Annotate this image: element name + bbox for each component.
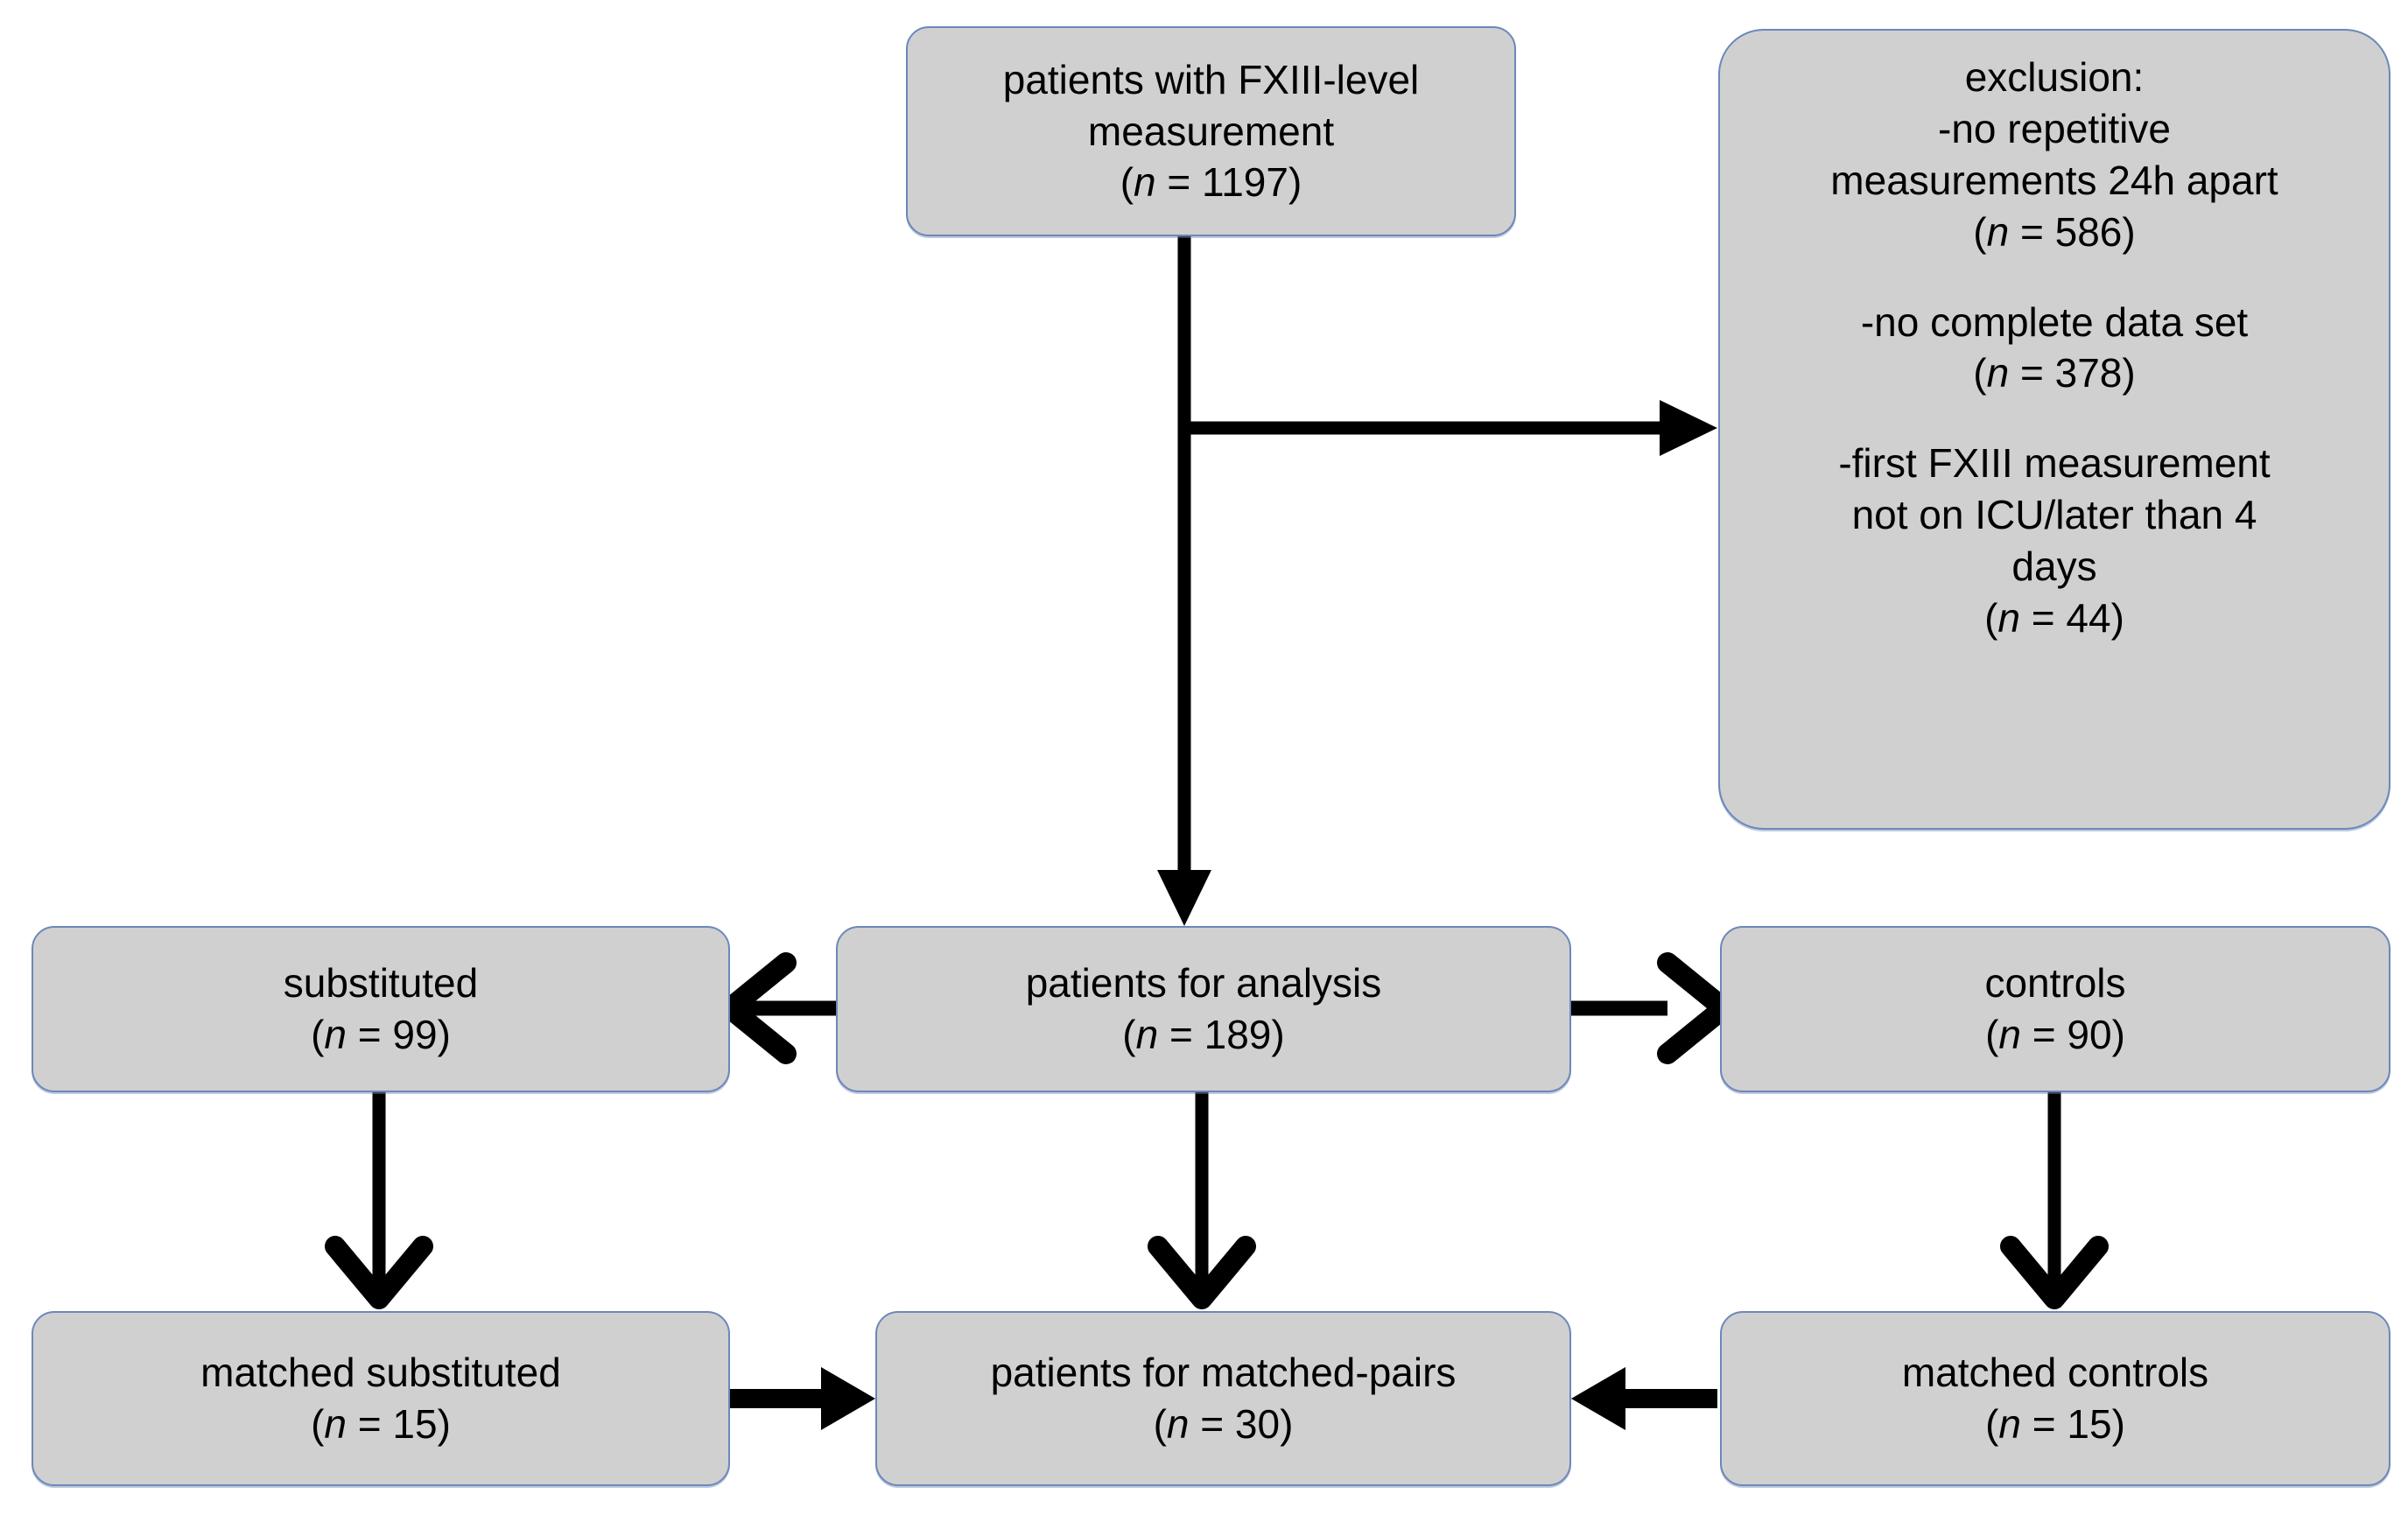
exclusion-reason-2-count: (n = 378) (1973, 350, 2136, 396)
node-exclusion-criteria[interactable]: exclusion: -no repetitive measurements 2… (1718, 29, 2390, 830)
exclusion-reason-3-count: (n = 44) (1984, 594, 2124, 641)
source-line-2: measurement (1087, 108, 1335, 154)
edge-analysis-to-controls-arrowhead (1657, 952, 1734, 1064)
analysis-count: (n = 189) (1122, 1012, 1285, 1057)
matched-controls-count: (n = 15) (1985, 1401, 2125, 1447)
node-matched-substituted[interactable]: matched substituted (n = 15) (32, 1311, 730, 1486)
exclusion-reason-1-count: (n = 586) (1973, 208, 2136, 255)
edge-substituted-to-matched-substituted-arrowhead (325, 1236, 433, 1309)
controls-label: controls (1984, 960, 2126, 1006)
matched-controls-label: matched controls (1901, 1350, 2209, 1396)
exclusion-reason-2-line-1: -no complete data set (1860, 298, 2249, 345)
edge-matched-substituted-to-matched-pairs-arrowhead (821, 1367, 875, 1430)
node-matched-controls[interactable]: matched controls (n = 15) (1720, 1311, 2390, 1486)
node-patients-for-analysis[interactable]: patients for analysis (n = 189) (836, 926, 1571, 1092)
exclusion-reason-1-line-1: -no repetitive (1938, 105, 2171, 151)
node-controls[interactable]: controls (n = 90) (1720, 926, 2390, 1092)
exclusion-reason-3-line-3: days (2011, 544, 2097, 589)
edge-analysis-to-matched-pairs-arrowhead (1148, 1236, 1256, 1309)
node-patients-with-fxiii-measurement[interactable]: patients with FXIII-level measurement (n… (906, 26, 1516, 236)
controls-count: (n = 90) (1985, 1012, 2125, 1057)
substituted-label: substituted (283, 960, 479, 1006)
substituted-count: (n = 99) (311, 1012, 451, 1057)
exclusion-reason-1-line-2: measurements 24h apart (1830, 157, 2278, 203)
node-patients-for-matched-pairs[interactable]: patients for matched-pairs (n = 30) (875, 1311, 1571, 1486)
edge-source-to-analysis-arrowhead (1157, 870, 1211, 926)
edge-source-to-exclusion-arrowhead (1660, 400, 1717, 456)
source-line-1: patients with FXIII-level (1002, 56, 1420, 102)
exclusion-reason-3-line-2: not on ICU/later than 4 (1851, 492, 2257, 538)
matched-pairs-count: (n = 30) (1153, 1401, 1294, 1447)
source-count: (n = 1197) (1120, 159, 1302, 206)
matched-pairs-label: patients for matched-pairs (990, 1350, 1457, 1396)
exclusion-heading: exclusion: (1964, 54, 2145, 100)
edge-analysis-to-substituted-arrowhead (720, 952, 797, 1064)
matched-substituted-count: (n = 15) (311, 1401, 451, 1447)
exclusion-reason-3-line-1: -first FXIII measurement (1838, 440, 2271, 487)
edge-controls-to-matched-controls-arrowhead (2000, 1236, 2109, 1309)
node-substituted[interactable]: substituted (n = 99) (32, 926, 730, 1092)
matched-substituted-label: matched substituted (200, 1350, 561, 1396)
analysis-label: patients for analysis (1025, 960, 1382, 1006)
edge-matched-controls-to-matched-pairs-arrowhead (1571, 1367, 1625, 1430)
